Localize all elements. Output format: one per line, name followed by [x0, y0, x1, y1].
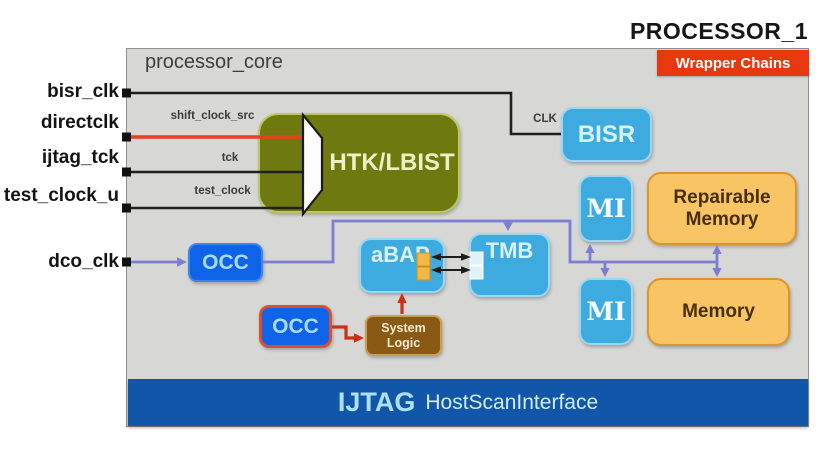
port-label-test-clock-u: test_clock_u — [3, 185, 119, 206]
purple-arrowheads — [177, 222, 722, 277]
block-system-logic: System Logic — [365, 315, 442, 356]
port-pins — [122, 88, 131, 267]
processor-title: PROCESSOR_1 — [629, 18, 808, 44]
block-occ-wrapped: OCC — [259, 305, 332, 348]
block-abap: aBAP — [359, 238, 445, 293]
abap-port-squares — [416, 252, 431, 281]
net-label-clk: CLK — [533, 113, 557, 125]
host-scan-interface-label: HostScanInterface — [425, 390, 599, 414]
core-label: processor_core — [145, 51, 283, 73]
block-mi-top: MI — [579, 175, 633, 242]
bisr-clk-net — [130, 91, 561, 210]
net-label-shift-clock-src: shift_clock_src — [170, 110, 255, 122]
block-occ: OCC — [188, 243, 263, 282]
occ-to-system-logic-arrow — [332, 302, 404, 340]
mi-top-label: MI — [586, 194, 626, 223]
port-label-directclk: directclk — [40, 112, 119, 133]
wrapper-chains-badge: Wrapper Chains — [657, 50, 809, 76]
net-label-tck: tck — [221, 152, 239, 164]
tmb-port-squares — [469, 251, 484, 280]
block-repairable-memory: Repairable Memory — [647, 172, 797, 245]
port-label-ijtag-tck: ijtag_tck — [41, 147, 119, 168]
block-memory: Memory — [647, 278, 790, 346]
port-label-bisr-clk: bisr_clk — [47, 81, 119, 102]
ijtag-host-scan-interface-bar: IJTAG HostScanInterface — [128, 379, 808, 426]
mux-shape — [301, 111, 324, 218]
abap-tmb-links — [440, 256, 462, 271]
red-arrowheads — [354, 293, 407, 343]
abap-tmb-arrowheads — [431, 253, 471, 274]
port-label-dco-clk: dco_clk — [48, 251, 119, 272]
ijtag-label: IJTAG — [337, 387, 416, 417]
net-label-test-clock: test_clock — [194, 185, 251, 197]
block-htk-lbist: HTK/LBIST — [258, 113, 460, 213]
dco-clk-net — [130, 219, 719, 269]
block-mi-bottom: MI — [579, 278, 633, 345]
block-bisr: BISR — [561, 107, 652, 162]
mi-bottom-label: MI — [586, 297, 626, 326]
